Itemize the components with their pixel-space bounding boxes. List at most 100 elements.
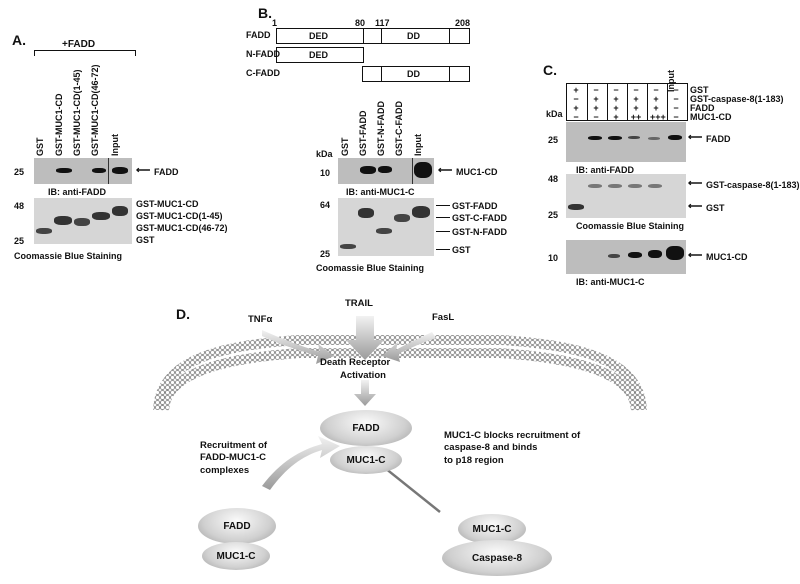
kda-label: kDa: [316, 149, 333, 159]
arrow-icon: ⟵: [438, 165, 453, 176]
ligand-label: FasL: [432, 312, 455, 323]
arrow-icon: ⟵: [688, 250, 703, 261]
arrow-icon: ⟵: [136, 165, 151, 176]
death-receptor-label: Death Receptor: [320, 357, 391, 368]
row-label: GST-caspase-8(1-183): [690, 94, 784, 104]
gel-band-label: GST-FADD: [452, 201, 498, 211]
panel-d-label: D.: [176, 306, 190, 322]
blot-marker: 10: [548, 253, 559, 263]
domain-label: DD: [407, 31, 420, 41]
domain-label: DD: [407, 69, 420, 79]
condition-cell: −: [673, 103, 679, 113]
blot-arrow-label: FADD: [154, 167, 179, 177]
condition-cell: +: [613, 112, 619, 122]
gel-band-label: GST-MUC1-CD(1-45): [136, 211, 223, 221]
fadd-construct: DED DD: [276, 28, 470, 44]
panel-a-label: A.: [12, 32, 26, 48]
membrane-outer: [153, 335, 647, 411]
gel-caption: Coomassie Blue Staining: [576, 221, 685, 231]
position-label: 208: [455, 18, 471, 28]
condition-cell: +: [613, 103, 619, 113]
blot-caption: IB: anti-MUC1-C: [346, 187, 415, 197]
c-fadd-construct: DD: [362, 66, 470, 82]
fasl-arrow: [382, 332, 436, 362]
membrane-inner: [159, 348, 641, 411]
left-note: Recruitment of FADD-MUC1-C complexes: [200, 440, 268, 476]
blot-arrow-label: MUC1-CD: [456, 167, 498, 177]
blot-arrow-label: FADD: [706, 134, 731, 144]
gel-band-label: GST: [706, 203, 725, 213]
condition-cell: +++: [650, 112, 666, 122]
condition-cell: +: [573, 103, 579, 113]
condition-cell: +: [573, 85, 579, 95]
row-label: MUC1-CD: [690, 112, 732, 122]
condition-cell: +: [633, 94, 639, 104]
domain-label: DED: [309, 31, 329, 41]
caspase-8-node: Caspase-8: [442, 540, 552, 576]
condition-cell: ++: [630, 112, 642, 122]
gel-marker: 64: [320, 200, 331, 210]
gel-band-label: GST: [452, 245, 471, 255]
gel-band-label: GST-caspase-8(1-183): [706, 180, 800, 190]
muc1c-node: MUC1-C: [330, 446, 402, 474]
gel-band-label: GST-MUC1-CD: [136, 199, 199, 209]
construct-name: C-FADD: [246, 68, 280, 78]
coomassie-gel-b: [338, 198, 434, 256]
blot-arrow-label: MUC1-CD: [706, 252, 748, 262]
arrow-icon: ⟵: [688, 178, 703, 189]
fadd-node: FADD: [198, 508, 276, 544]
gel-marker: 48: [548, 174, 559, 184]
ligand-label: TRAIL: [345, 298, 373, 309]
western-blot-b: [338, 158, 434, 184]
arrow-icon: ⟵: [688, 201, 703, 212]
panel-b-label: B.: [258, 5, 272, 21]
condition-cell: +: [593, 103, 599, 113]
blot-caption: IB: anti-FADD: [48, 187, 106, 197]
condition-cell: −: [593, 85, 599, 95]
construct-name: N-FADD: [246, 49, 280, 59]
condition-cell: +: [653, 94, 659, 104]
condition-cell: −: [613, 85, 619, 95]
gel-marker: 25: [14, 236, 25, 246]
muc1c-node: MUC1-C: [458, 514, 526, 544]
gel-band-label: GST-C-FADD: [452, 213, 507, 223]
arrow-icon: ⟵: [688, 132, 703, 143]
recruitment-arrow: [262, 436, 340, 490]
gel-band-label: GST: [136, 235, 155, 245]
position-label: 117: [375, 18, 390, 28]
condition-cell: −: [673, 94, 679, 104]
trail-arrow: [346, 316, 384, 360]
muc1c-node: MUC1-C: [202, 542, 270, 570]
blot-marker: 25: [548, 135, 559, 145]
band: [92, 168, 106, 173]
band: [112, 167, 128, 174]
panel-c-label: C.: [543, 62, 557, 78]
western-blot-a: [34, 158, 132, 184]
gel-marker: 25: [320, 249, 331, 259]
condition-cell: −: [653, 85, 659, 95]
blot-marker: 10: [320, 168, 331, 178]
construct-name: FADD: [246, 30, 271, 40]
condition-table: [566, 83, 688, 121]
condition-cell: +: [653, 103, 659, 113]
position-label: 80: [355, 18, 366, 28]
condition-cell: −: [573, 112, 579, 122]
gel-marker: 48: [14, 201, 25, 211]
right-note: MUC1-C blocks recruitment of caspase-8 a…: [444, 430, 581, 466]
row-label: FADD: [690, 103, 715, 113]
position-label: 1: [272, 18, 278, 28]
activation-arrow: [354, 380, 376, 406]
tnf-arrow: [262, 330, 334, 364]
condition-cell: −: [633, 85, 639, 95]
western-blot-c1: [566, 122, 686, 162]
condition-cell: +: [633, 103, 639, 113]
band: [56, 168, 72, 173]
row-label: GST: [690, 85, 709, 95]
western-blot-c2: [566, 240, 686, 274]
condition-cell: −: [673, 85, 679, 95]
condition-cell: +: [613, 94, 619, 104]
gel-band-label: GST-N-FADD: [452, 227, 507, 237]
gel-caption: Coomassie Blue Staining: [14, 251, 123, 261]
activation-label: Activation: [340, 370, 386, 381]
